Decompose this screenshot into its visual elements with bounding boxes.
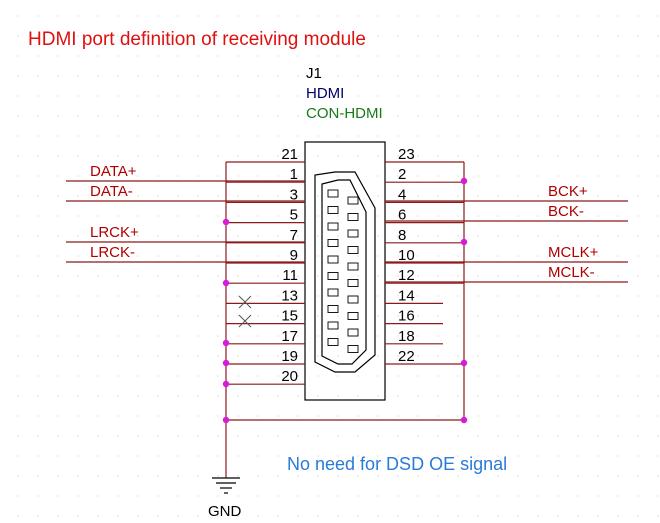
pin-number-1: 1 xyxy=(290,166,298,183)
contact-right-8 xyxy=(347,328,359,337)
pin-number-18: 18 xyxy=(398,328,415,345)
contact-left-5 xyxy=(327,272,339,280)
pin-number-16: 16 xyxy=(398,308,415,325)
contact-left-4 xyxy=(327,255,339,264)
junction-dot xyxy=(222,359,230,367)
right-pin-group: 23 2 4 6 8 10 12 14 16 18 22 xyxy=(385,146,464,365)
junction-dot xyxy=(460,238,468,246)
contact-left-9 xyxy=(327,338,339,346)
diagram-title: HDMI port definition of receiving module xyxy=(28,29,366,50)
label-data-plus: DATA+ xyxy=(90,163,137,180)
gnd-label: GND xyxy=(208,503,242,520)
pin-number-7: 7 xyxy=(290,227,298,244)
pin-number-15: 15 xyxy=(281,308,298,325)
junction-dot xyxy=(460,416,468,424)
label-bck-plus: BCK+ xyxy=(548,183,588,200)
contact-right-0 xyxy=(347,196,359,205)
pin-number-3: 3 xyxy=(290,186,298,203)
component-value: CON-HDMI xyxy=(306,105,383,122)
pin-number-9: 9 xyxy=(290,247,298,264)
contact-right-2 xyxy=(347,229,359,238)
contact-right-3 xyxy=(347,246,359,254)
pin-number-19: 19 xyxy=(281,348,298,365)
no-connect-mark-15 xyxy=(238,314,252,328)
contact-right-1 xyxy=(347,213,359,221)
junction-dot xyxy=(460,359,468,367)
pin-number-21: 21 xyxy=(281,146,298,163)
pin-number-12: 12 xyxy=(398,267,415,284)
label-mclk-plus: MCLK+ xyxy=(548,244,599,261)
pin-number-2: 2 xyxy=(398,166,406,183)
pin-number-22: 22 xyxy=(398,348,415,365)
contact-left-8 xyxy=(327,321,339,330)
hdmi-port-inner-outline xyxy=(321,179,367,365)
contact-left-1 xyxy=(327,206,339,214)
dsd-note: No need for DSD OE signal xyxy=(287,454,507,474)
contact-right-6 xyxy=(347,295,359,304)
label-lrck-plus: LRCK+ xyxy=(90,224,139,241)
label-data-minus: DATA- xyxy=(90,183,133,200)
pin-number-5: 5 xyxy=(290,207,298,224)
ground-symbol-icon xyxy=(212,477,240,494)
pin-number-14: 14 xyxy=(398,287,415,304)
junction-dot xyxy=(222,416,230,424)
junction-dot xyxy=(460,177,468,185)
junction-dots xyxy=(222,177,468,424)
contact-right-9 xyxy=(347,345,359,353)
junction-dot xyxy=(222,218,230,226)
contact-right-7 xyxy=(347,312,359,320)
label-lrck-minus: LRCK- xyxy=(90,244,135,261)
contact-left-3 xyxy=(327,239,339,247)
component-name: HDMI xyxy=(306,85,344,102)
hdmi-port-outline xyxy=(314,171,376,373)
pin-number-10: 10 xyxy=(398,247,415,264)
junction-dot xyxy=(222,339,230,347)
contact-left-0 xyxy=(327,189,339,198)
label-mclk-minus: MCLK- xyxy=(548,264,595,281)
pin-number-8: 8 xyxy=(398,227,406,244)
connector-body xyxy=(304,141,386,401)
contact-right-5 xyxy=(347,279,359,287)
hdmi-contacts xyxy=(327,189,359,353)
contact-right-4 xyxy=(347,262,359,271)
label-bck-minus: BCK- xyxy=(548,203,584,220)
pin-number-17: 17 xyxy=(281,328,298,345)
contact-left-2 xyxy=(327,222,339,231)
junction-dot xyxy=(222,380,230,388)
pin-number-4: 4 xyxy=(398,186,406,203)
contact-left-7 xyxy=(327,305,339,313)
pin-number-13: 13 xyxy=(281,287,298,304)
no-connect-mark-13 xyxy=(238,295,252,309)
contact-left-6 xyxy=(327,288,339,297)
component-ref: J1 xyxy=(306,65,322,82)
pin-number-6: 6 xyxy=(398,207,406,224)
pin-number-23: 23 xyxy=(398,146,415,163)
pin-number-11: 11 xyxy=(282,267,298,284)
pin-number-20: 20 xyxy=(281,368,298,385)
junction-dot xyxy=(222,279,230,287)
